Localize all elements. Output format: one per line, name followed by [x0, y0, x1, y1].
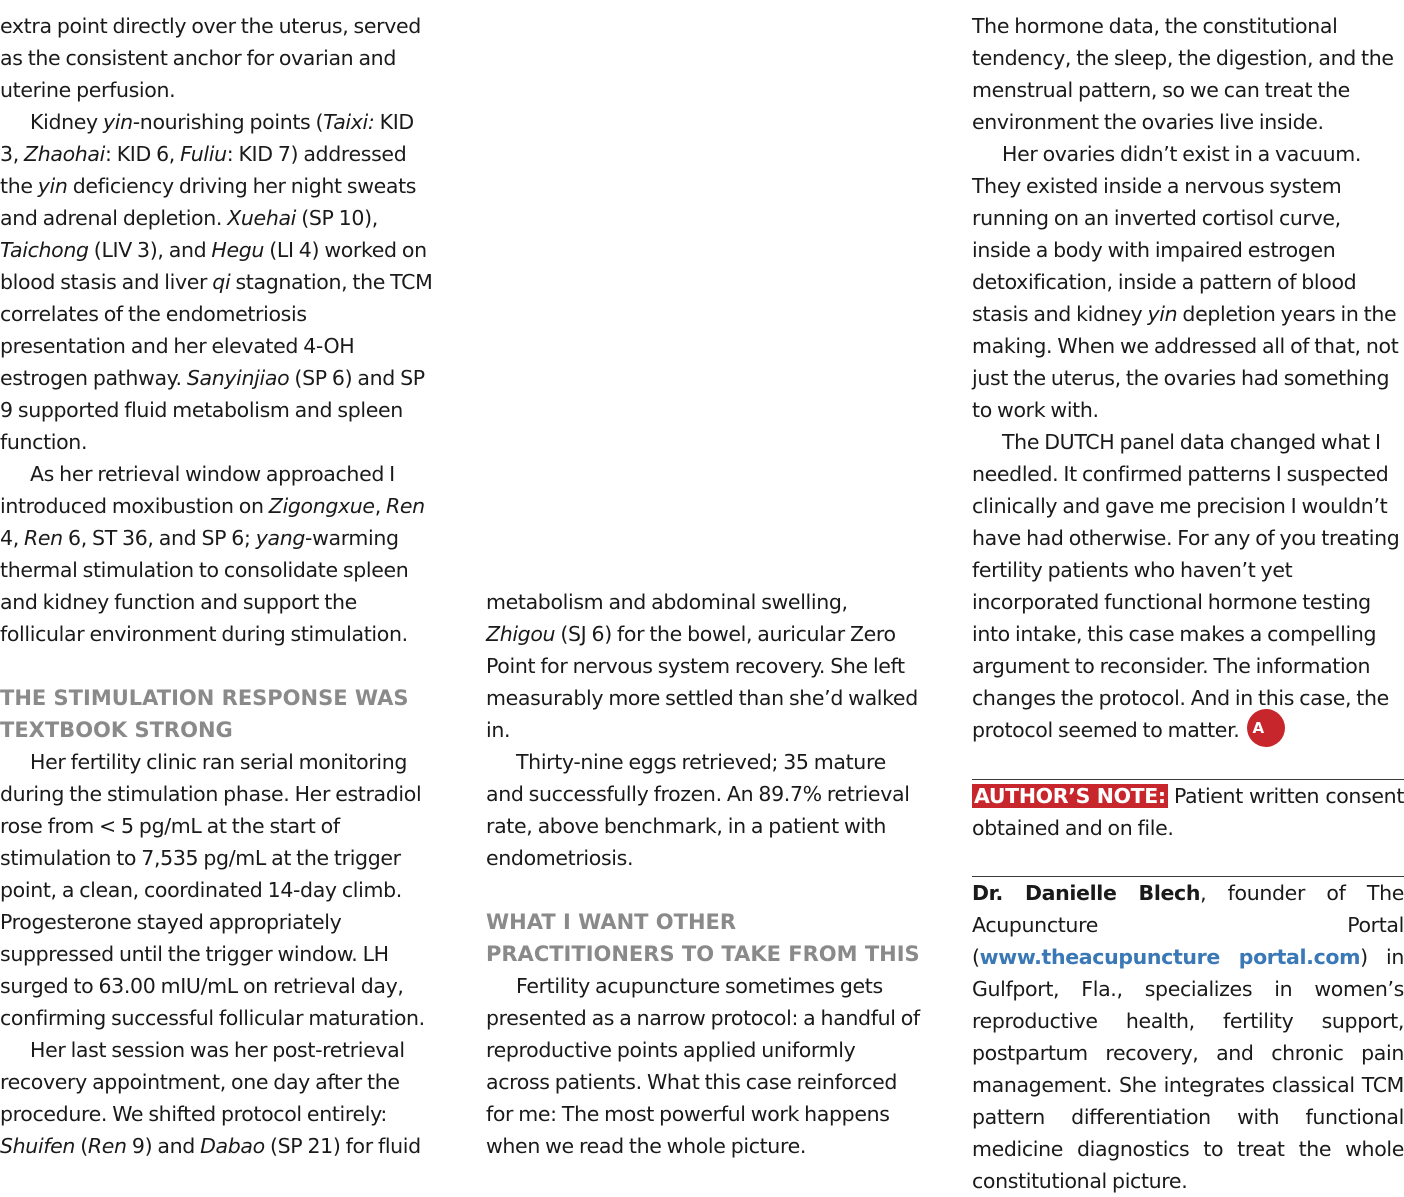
text-run: 6, ST 36, and SP 6;	[62, 526, 256, 550]
spacer	[0, 650, 434, 682]
article-column-middle: metabolism and abdominal swelling, Zhigo…	[486, 586, 920, 1162]
text-run: Thirty-nine eggs retrieved; 35 mature an…	[486, 750, 910, 870]
text-run: Fertility acupuncture sometimes gets pre…	[486, 974, 920, 1158]
italic-term: Ren	[386, 494, 425, 518]
text-run: (	[75, 1134, 88, 1158]
italic-term: Taichong	[0, 238, 89, 262]
italic-term: Ren	[24, 526, 63, 550]
text-run: stagnation, the TCM correlates of the en…	[0, 270, 433, 390]
text-run: 9) and	[126, 1134, 201, 1158]
article-column-right: The hormone data, the constitutional ten…	[972, 10, 1404, 1197]
text-run: ,	[374, 494, 387, 518]
website-link[interactable]: www.theacupuncture portal.com	[979, 945, 1361, 969]
text-run: depletion years in the making. When we a…	[972, 302, 1399, 422]
body-paragraph: Her last session was her post-retrieval …	[0, 1034, 434, 1162]
text-run: (SJ 6) for the bowel, auricular Zero Poi…	[486, 622, 918, 742]
author-note-label: AUTHOR’S NOTE:	[972, 784, 1168, 808]
text-run: The DUTCH panel data changed what I need…	[972, 430, 1400, 742]
italic-term: yin	[1147, 302, 1178, 326]
text-run: -warming thermal stimulation to consolid…	[0, 526, 409, 646]
text-run: KID 3,	[0, 110, 414, 166]
italic-term: Zhaohai	[24, 142, 105, 166]
italic-term: Shuifen	[0, 1134, 76, 1158]
badge-letter: T	[1300, 719, 1311, 737]
text-run: -nourishing points (	[132, 110, 324, 134]
body-paragraph: metabolism and abdominal swelling, Zhigo…	[486, 586, 920, 746]
text-run: Kidney	[30, 110, 103, 134]
italic-term: Ren	[87, 1134, 127, 1158]
text-run: The hormone data, the constitutional ten…	[972, 14, 1394, 134]
body-paragraph: The DUTCH panel data changed what I need…	[972, 426, 1404, 747]
divider-rule	[972, 876, 1404, 877]
italic-term: yin	[37, 174, 68, 198]
author-note: AUTHOR’S NOTE: Patient written consent o…	[972, 780, 1404, 844]
text-run: Her ovaries didn’t exist in a vacuum. Th…	[972, 142, 1362, 326]
body-paragraph: Fertility acupuncture sometimes gets pre…	[486, 970, 920, 1162]
text-run: (SP 10),	[296, 206, 378, 230]
text-run: metabolism and abdominal swelling,	[486, 590, 848, 614]
text-run: deficiency driving her night sweats and …	[0, 174, 417, 230]
text-run: (SP 21) for fluid	[264, 1134, 421, 1158]
section-heading: WHAT I WANT OTHER PRACTITIONERS TO TAKE …	[486, 910, 920, 966]
text-run: Her last session was her post-retrieval …	[0, 1038, 405, 1126]
body-paragraph: extra point directly over the uterus, se…	[0, 10, 434, 106]
body-paragraph: Thirty-nine eggs retrieved; 35 mature an…	[486, 746, 920, 874]
italic-term: Taixi:	[323, 110, 375, 134]
italic-term: Dabao	[200, 1134, 265, 1158]
italic-term: qi	[212, 270, 231, 294]
text-run: (SP 6) and SP 9 supported fluid metaboli…	[0, 366, 425, 454]
spacer	[972, 747, 1404, 779]
italic-term: yin	[102, 110, 133, 134]
text-run: , founder of The Acupuncture Portal (	[972, 881, 1404, 969]
text-run: : KID 7) addressed the	[0, 142, 407, 198]
body-paragraph: Her fertility clinic ran serial monitori…	[0, 746, 434, 1034]
text-run: Her fertility clinic ran serial monitori…	[0, 750, 425, 1030]
spacer	[972, 844, 1404, 876]
italic-term: yang	[255, 526, 306, 550]
badge-letter: A	[1252, 719, 1265, 737]
author-note-text: Patient written consent obtained and on …	[972, 784, 1404, 840]
text-run: (LIV 3), and	[88, 238, 212, 262]
italic-term: Xuehai	[227, 206, 297, 230]
author-bio: Dr. Danielle Blech, founder of The Acupu…	[972, 877, 1404, 1197]
italic-term: Sanyinjiao	[186, 366, 290, 390]
body-paragraph: Kidney yin-nourishing points (Taixi: KID…	[0, 106, 434, 458]
italic-term: Hegu	[211, 238, 265, 262]
body-paragraph: The hormone data, the constitutional ten…	[972, 10, 1404, 138]
text-run: As her retrieval window approached I int…	[0, 462, 395, 518]
spacer	[486, 874, 920, 906]
body-paragraph: As her retrieval window approached I int…	[0, 458, 434, 650]
text-run: extra point directly over the uterus, se…	[0, 14, 421, 102]
italic-term: Zigongxue	[268, 494, 375, 518]
divider-rule	[972, 779, 1404, 780]
article-column-left: extra point directly over the uterus, se…	[0, 10, 434, 1162]
section-heading: THE STIMULATION RESPONSE WAS TEXTBOOK ST…	[0, 686, 409, 742]
text-run: ) in Gulfport, Fla., specializes in wome…	[972, 945, 1404, 1193]
author-name: Dr. Danielle Blech	[972, 881, 1201, 905]
text-run: : KID 6,	[104, 142, 181, 166]
body-paragraph: Her ovaries didn’t exist in a vacuum. Th…	[972, 138, 1404, 426]
italic-term: Zhigou	[486, 622, 556, 646]
italic-term: Fuliu	[180, 142, 227, 166]
text-run: (LI 4) worked on blood stasis and liver	[0, 238, 427, 294]
text-run: 4,	[0, 526, 25, 550]
